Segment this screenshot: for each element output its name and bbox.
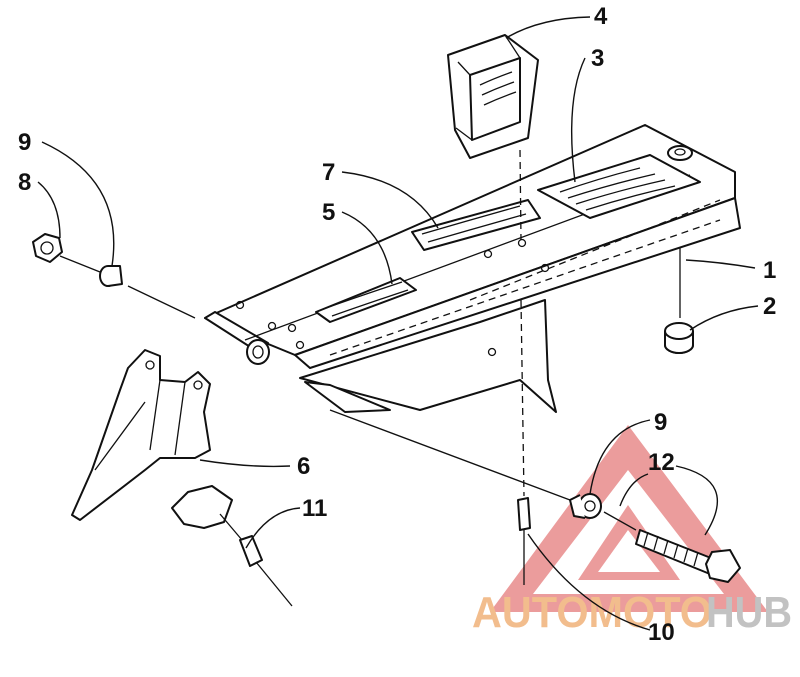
label-part-8: 8 [18,169,31,196]
label-part-7: 7 [322,159,335,186]
watermark-triangle [490,425,768,612]
label-part-9-left: 9 [18,129,31,156]
label-part-2: 2 [763,293,776,320]
leader-lines [37,16,759,631]
label-part-12: 12 [648,449,675,476]
pin-part [517,497,531,585]
label-part-5: 5 [322,199,335,226]
watermark-triangle-inner [578,505,680,580]
bolt-right [635,529,741,583]
bushing-left [99,265,123,287]
label-part-9-right: 9 [654,409,667,436]
label-part-3: 3 [591,45,604,72]
rivet-left [239,535,293,607]
label-part-1: 1 [763,257,776,284]
right-bolt-axis [329,409,637,531]
clip-axis-line [519,149,522,241]
label-part-10: 10 [648,619,675,646]
pin-axis-line [520,299,525,497]
decal-small [315,277,417,323]
clip-part [447,34,539,159]
svg-text:HUB: HUB [706,588,792,637]
decal-middle [411,199,541,251]
svg-text:AUTOMOTO: AUTOMOTO [472,588,712,637]
left-bolt-axis [59,255,196,319]
decal-large [537,154,701,219]
left-rivet-axis [219,513,243,541]
label-part-6: 6 [297,453,310,480]
label-part-4: 4 [594,3,608,30]
top-grommet [667,145,693,161]
bumper-part [664,322,694,354]
watermark-logo: AUTOMOTO HUB [472,425,792,637]
nut-left [32,233,63,263]
bushing-right [569,493,602,519]
bracket-part [71,349,211,521]
watermark-word-hub: HUB [706,588,792,637]
label-part-11: 11 [302,495,327,522]
watermark-word-auto: AUTOMOTO [472,588,712,637]
pad-part [171,485,233,529]
